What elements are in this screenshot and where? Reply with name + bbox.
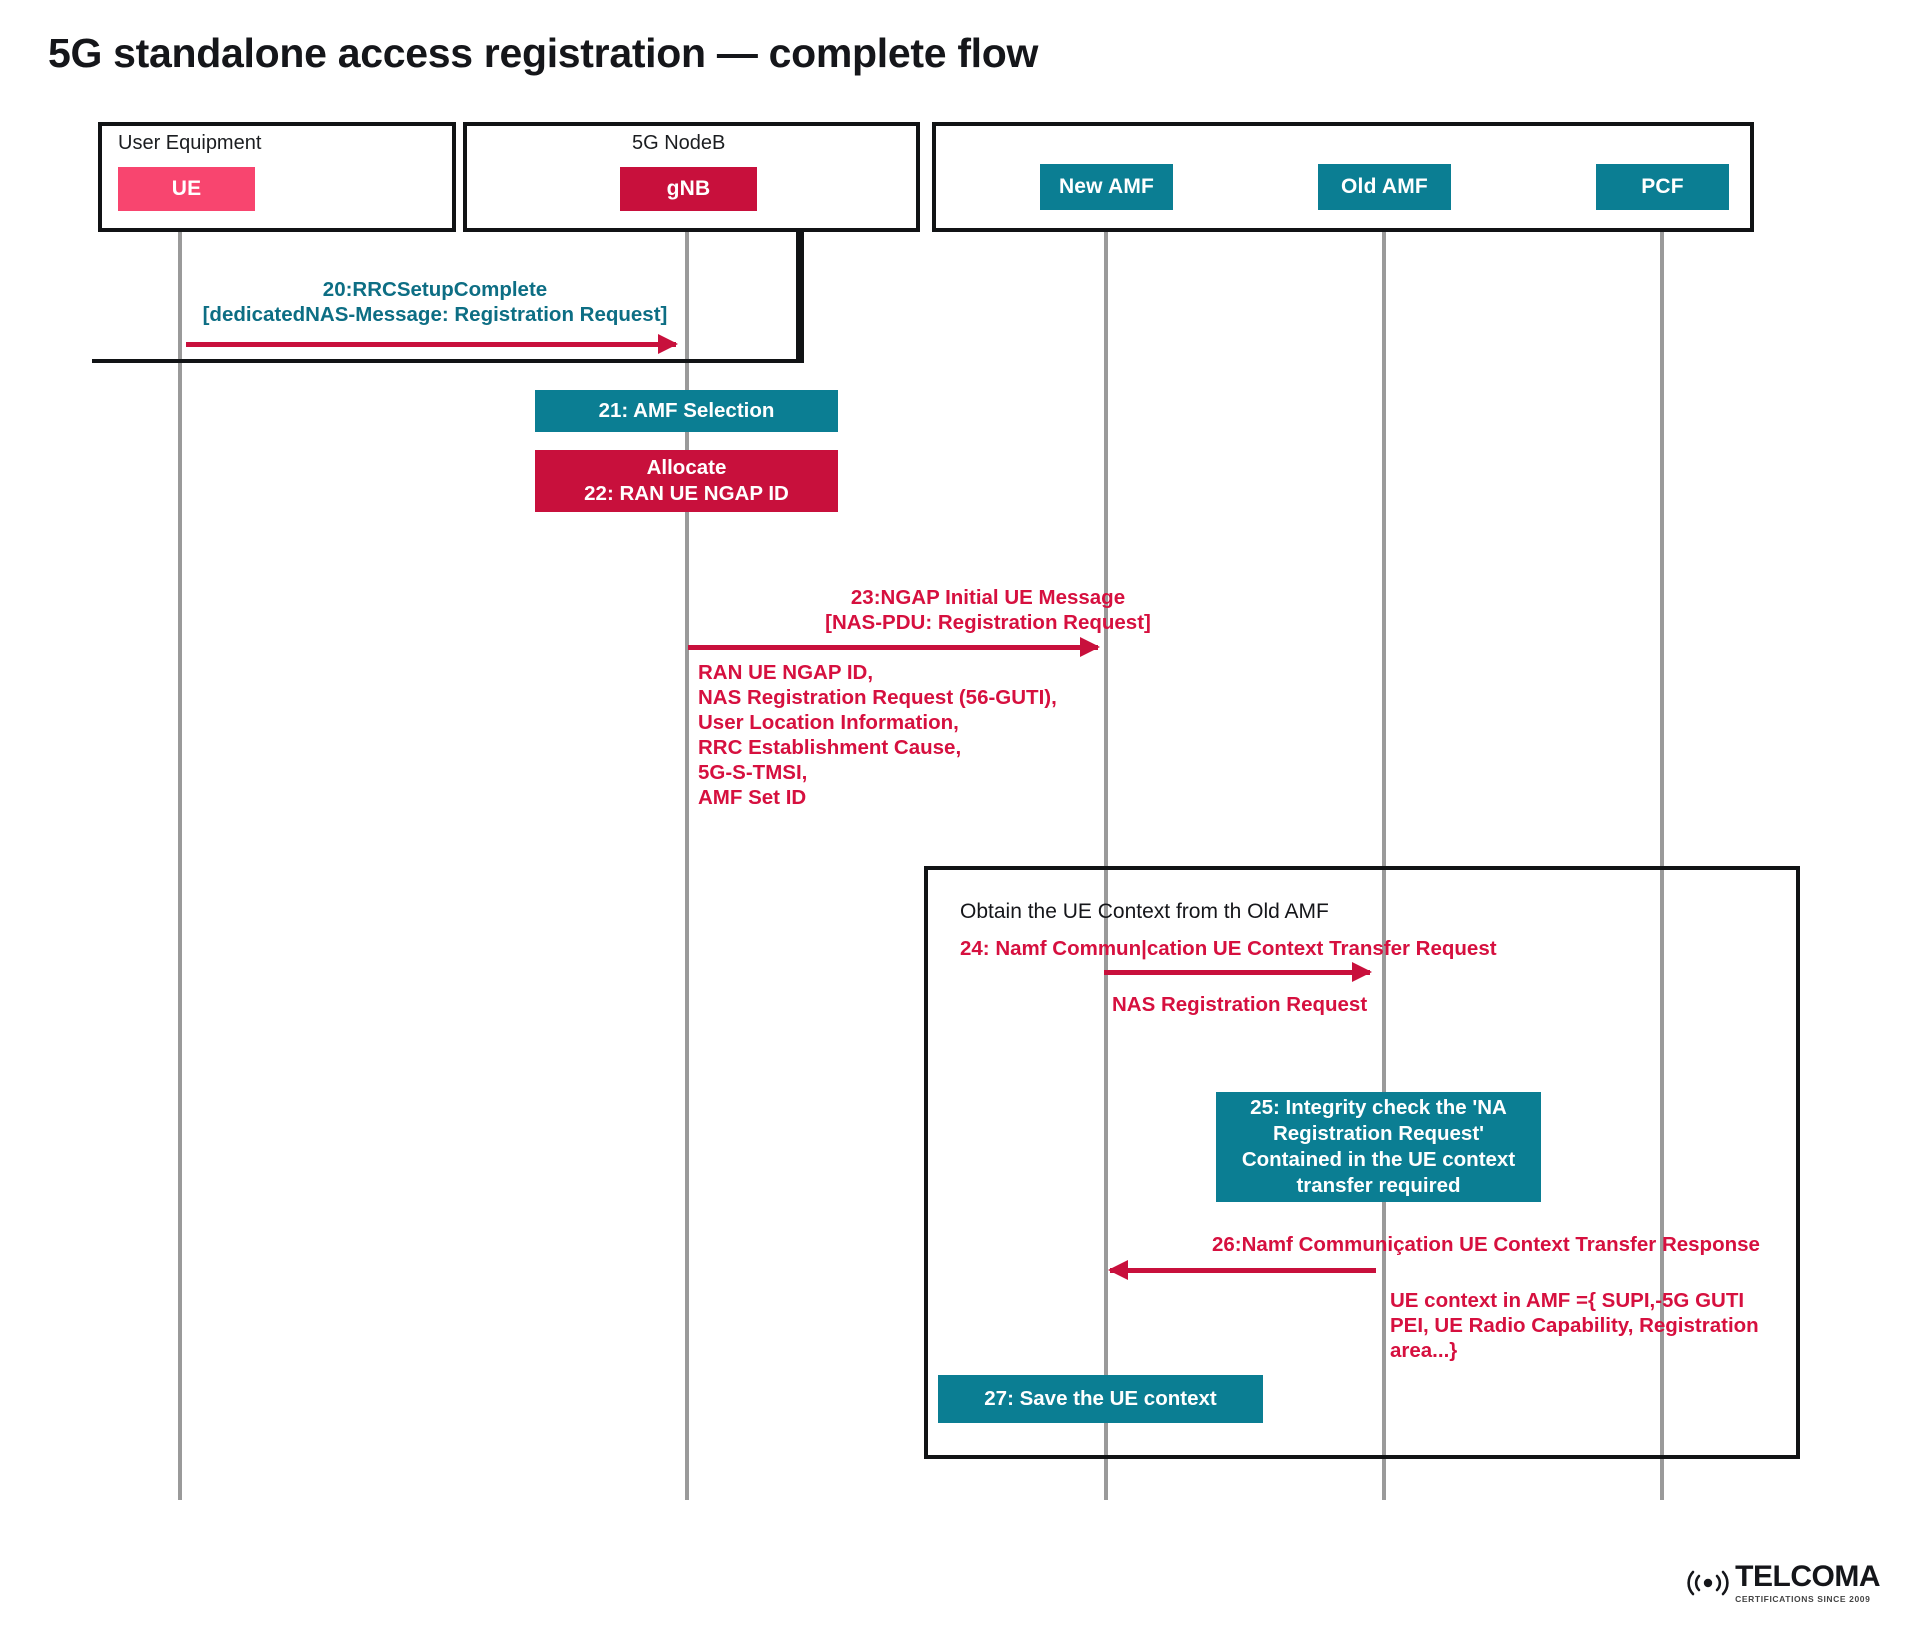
lane-caption-gnb: 5G NodeB	[632, 132, 726, 154]
message-23-label: 23:NGAP Initial UE Message	[850, 586, 1126, 609]
node-chip-gnb[interactable]: gNB	[620, 167, 757, 211]
lifeline-gnb	[685, 232, 689, 1500]
node-chip-ue[interactable]: UE	[118, 167, 255, 211]
bracket-right-edge	[796, 228, 804, 363]
process-box-21-amf-selection[interactable]: 21: AMF Selection	[535, 390, 838, 432]
telcoma-logo: TELCOMA CERTIFICATIONS SINCE 2009	[1687, 1562, 1880, 1604]
node-chip-pcf[interactable]: PCF	[1596, 164, 1729, 210]
logo-wordmark: TELCOMA	[1735, 1560, 1880, 1593]
process-box-22-allocate-ran-ue-ngap-id[interactable]: Allocate 22: RAN UE NGAP ID	[535, 450, 838, 512]
message-20-sublabel: [dedicatedNAS-Message: Registration Requ…	[202, 303, 668, 326]
message-20-label: 20:RRCSetupComplete	[322, 278, 548, 301]
arrow-message-23	[688, 637, 1100, 657]
message-26-sublabel: UE context in AMF ={ SUPI,-5G GUTI PEI, …	[1390, 1289, 1759, 1362]
process-box-27-save-ue-context[interactable]: 27: Save the UE context	[938, 1375, 1263, 1423]
region-label-obtain-ue-context: Obtain the UE Context from th Old AMF	[960, 900, 1329, 923]
logo-tagline: CERTIFICATIONS SINCE 2009	[1735, 1594, 1871, 1604]
arrow-message-20	[186, 334, 678, 354]
message-23-sublabel: [NAS-PDU: Registration Request]	[825, 611, 1151, 634]
lifeline-ue	[178, 232, 182, 1500]
message-26-label: 26:Namf Communiçation UE Context Transfe…	[1212, 1233, 1760, 1256]
signal-waves-icon	[1687, 1570, 1729, 1596]
node-chip-new-amf[interactable]: New AMF	[1040, 164, 1173, 210]
bracket-bottom-rule	[92, 359, 800, 363]
process-box-25-integrity-check[interactable]: 25: Integrity check the 'NA Registration…	[1216, 1092, 1541, 1202]
region-obtain-ue-context	[924, 866, 1800, 1459]
message-24-label: 24: Namf Commun|cation UE Context Transf…	[960, 937, 1497, 960]
message-24-sublabel: NAS Registration Request	[1112, 993, 1368, 1016]
arrow-message-24	[1104, 962, 1372, 982]
arrow-message-26	[1108, 1260, 1376, 1280]
node-chip-old-amf[interactable]: Old AMF	[1318, 164, 1451, 210]
message-23-parameters: RAN UE NGAP ID, NAS Registration Request…	[698, 661, 1057, 809]
page-title: 5G standalone access registration — comp…	[48, 30, 1039, 76]
lane-caption-ue: User Equipment	[118, 132, 262, 154]
